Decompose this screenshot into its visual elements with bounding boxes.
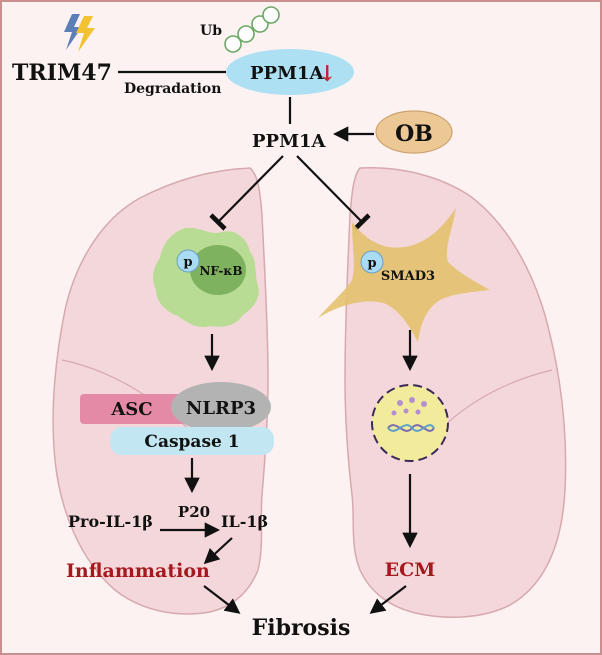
smad3-label: SMAD3	[381, 269, 435, 284]
ppm1a-center-label: PPM1A	[252, 131, 327, 152]
ecm-to-fibrosis-arrow	[369, 585, 407, 614]
nucleus	[190, 245, 246, 295]
p20-label: P20	[178, 503, 210, 521]
nlrp3-label: NLRP3	[186, 398, 256, 419]
nfkb-label: NF-κB	[199, 264, 242, 278]
caspase-box	[110, 427, 274, 455]
inflammation-to-fibrosis-arrow	[203, 585, 241, 614]
dna-icon	[371, 384, 449, 462]
fibroblast-cell	[318, 208, 490, 342]
nlrp3-ellipse	[171, 382, 271, 432]
lightning-icon	[64, 14, 95, 52]
ob-label: OB	[395, 121, 433, 147]
il1b-to-inflammation-arrow	[203, 537, 233, 565]
asc-label: ASC	[110, 399, 152, 420]
ub-label: Ub	[200, 23, 222, 39]
phospho-circle-left	[176, 249, 200, 273]
degradation-label: Degradation	[124, 81, 221, 97]
ob-ellipse	[375, 110, 453, 154]
p-label-right: p	[367, 256, 376, 271]
right-lung-lobe-line	[439, 369, 553, 431]
trim47-label: TRIM47	[12, 60, 112, 86]
inhibit-nfkb-line	[209, 155, 284, 231]
phospho-circle-right	[360, 250, 384, 274]
inflammation-label: Inflammation	[66, 560, 210, 582]
ecm-label: ECM	[385, 559, 436, 581]
ppm1a-top-label: PPM1A	[250, 63, 325, 84]
inhibit-smad3-line	[296, 155, 371, 231]
p-label-left: p	[183, 255, 192, 270]
il1b-label: IL-1β	[221, 512, 268, 531]
ubiquitin-chain-icon	[224, 6, 280, 53]
down-arrow-icon: ↓	[318, 61, 336, 87]
pro-il1b-label: Pro-IL-1β	[68, 512, 153, 531]
asc-box	[80, 394, 192, 424]
fibrosis-label: Fibrosis	[252, 615, 351, 641]
caspase-label: Caspase 1	[144, 432, 239, 452]
ppm1a-degraded-ellipse	[226, 49, 354, 95]
